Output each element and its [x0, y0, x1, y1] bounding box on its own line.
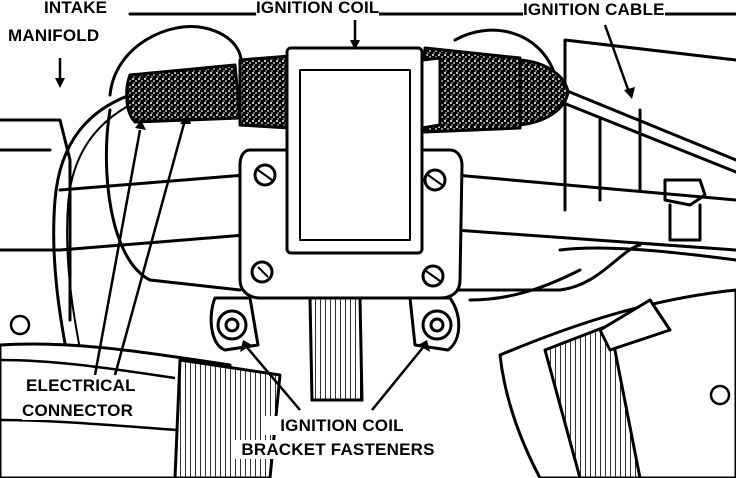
- left-boot-inner: [238, 54, 292, 130]
- lower-casting: [468, 246, 736, 302]
- coil-tower: [420, 56, 442, 130]
- label-ignition-cable: IGNITION CABLE: [523, 0, 665, 19]
- back-panel: [563, 38, 736, 212]
- label-ignition-coil: IGNITION COIL: [256, 0, 380, 17]
- coil-face: [299, 69, 411, 241]
- label-intake-line1: INTAKE: [44, 0, 108, 17]
- leader-fastener-right: [371, 344, 426, 411]
- left-block: [0, 118, 72, 322]
- left-boot-outer: [125, 63, 242, 124]
- leader-cable: [603, 24, 632, 96]
- ignition-cable-line: [558, 86, 736, 162]
- connector-wire: [52, 93, 132, 372]
- conduit: [308, 296, 364, 402]
- leader-connector-a: [93, 129, 142, 376]
- label-fasteners-line2: BRACKET FASTENERS: [232, 440, 444, 459]
- right-round-housing: [453, 28, 557, 77]
- rail-upper: [58, 173, 736, 202]
- label-fasteners-line1: IGNITION COIL: [262, 416, 422, 435]
- left-round-housing: [108, 25, 243, 97]
- label-connector-line2: CONNECTOR: [22, 401, 134, 420]
- right-boot-outer: [518, 58, 570, 127]
- leader-fastener-left: [244, 344, 301, 411]
- label-intake-line2: MANIFOLD: [8, 26, 100, 45]
- right-bolt: [663, 178, 707, 242]
- leader-connector-b: [113, 119, 187, 376]
- label-connector-line1: ELECTRICAL: [26, 376, 136, 395]
